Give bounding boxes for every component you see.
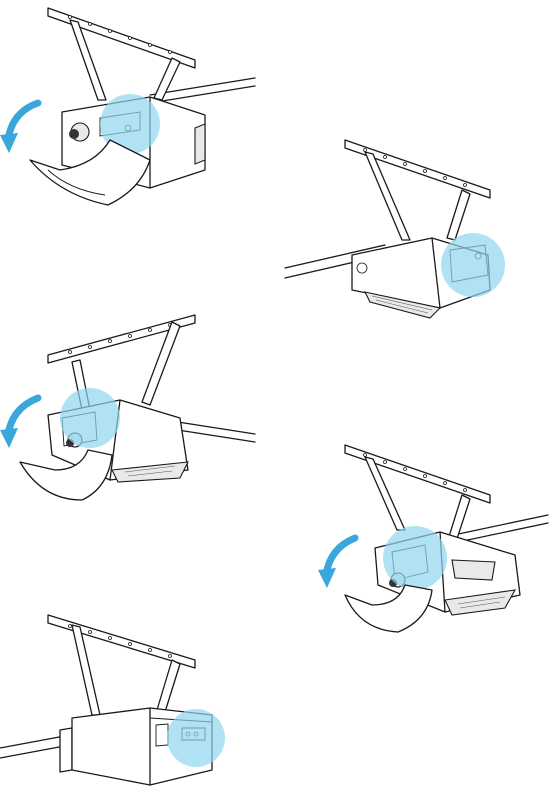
highlight-circle bbox=[167, 709, 225, 767]
highlight-circle bbox=[441, 233, 505, 297]
panel-2-opener bbox=[284, 139, 505, 319]
highlight-circle bbox=[383, 526, 447, 590]
rotate-arrow-icon bbox=[0, 428, 18, 448]
panel-5-opener bbox=[0, 614, 225, 786]
rotate-arrow-icon bbox=[318, 568, 336, 588]
panel-4-opener bbox=[318, 444, 549, 633]
rotate-arrow-icon bbox=[0, 133, 18, 153]
panel-3-opener bbox=[0, 314, 256, 501]
highlight-circle bbox=[60, 388, 120, 448]
panel-1-opener bbox=[0, 7, 256, 206]
highlight-circle bbox=[100, 94, 160, 154]
